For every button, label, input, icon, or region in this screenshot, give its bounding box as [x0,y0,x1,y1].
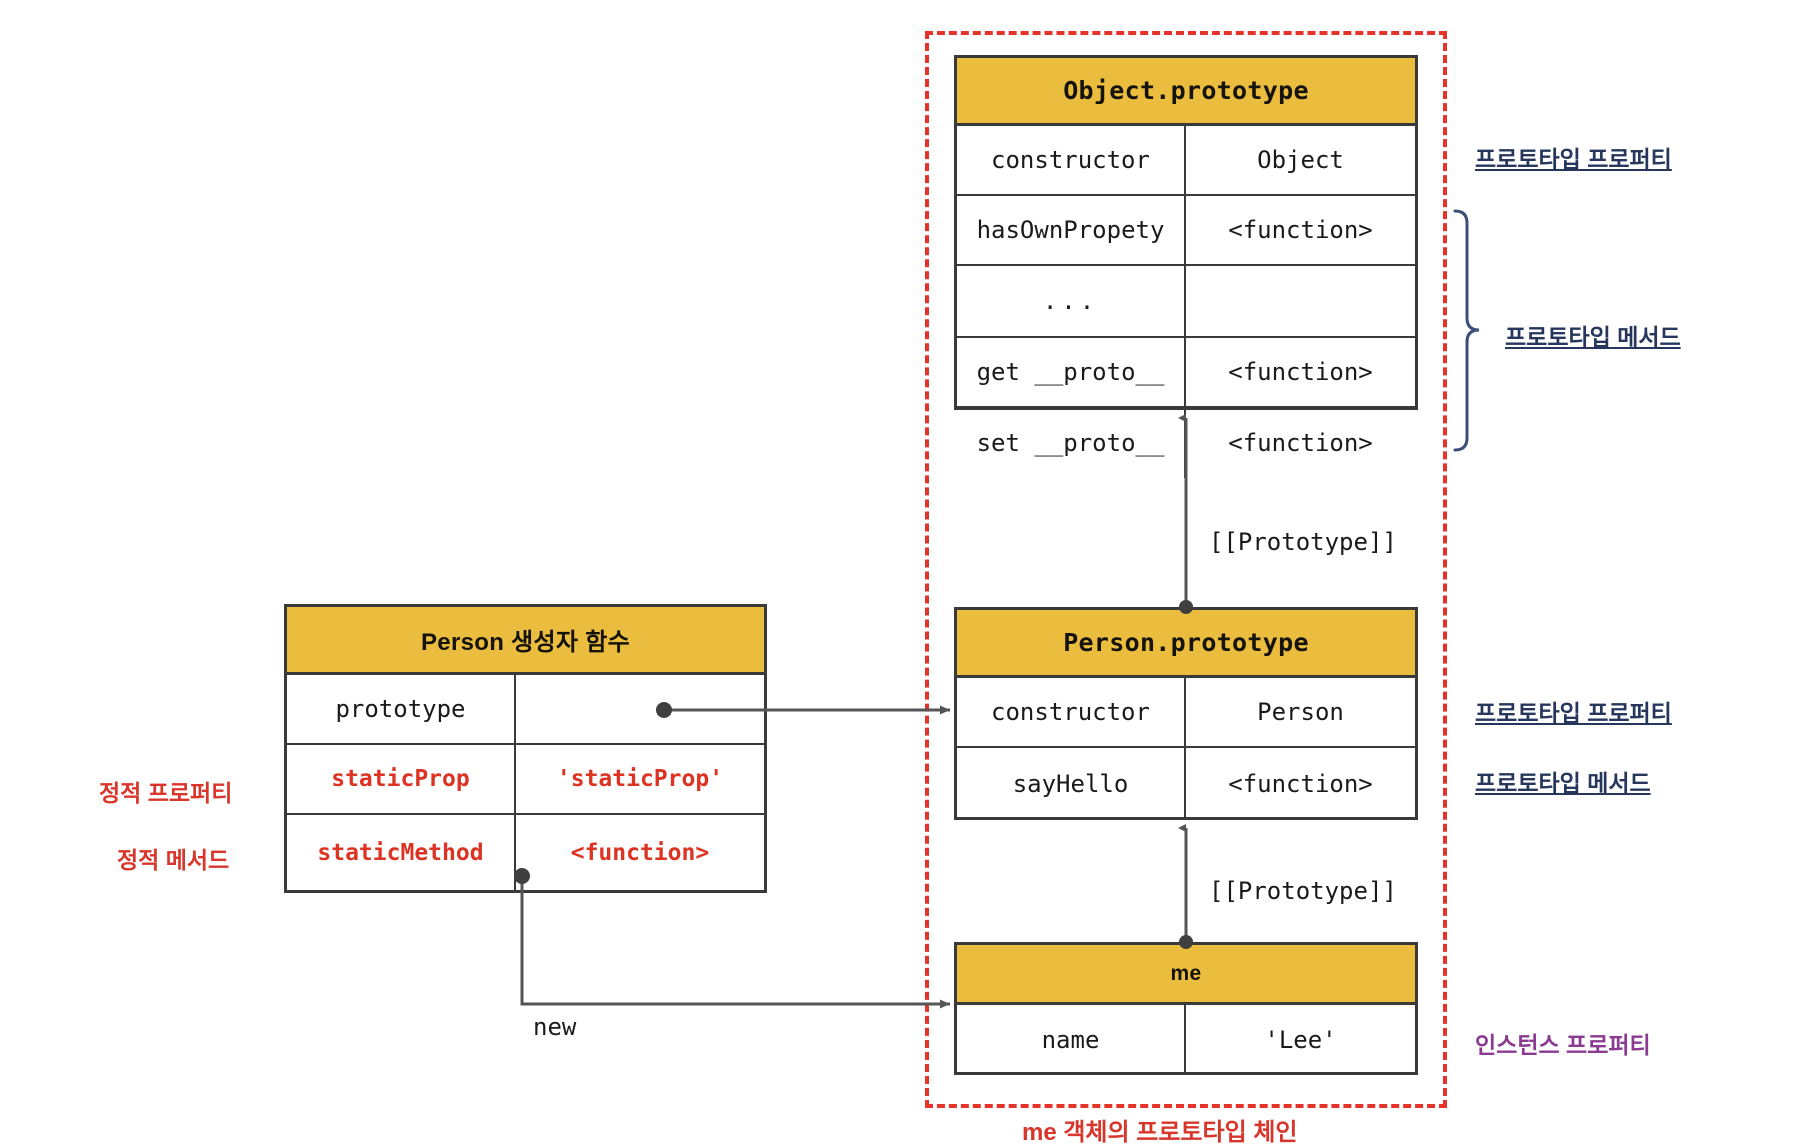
object-prototype-value-0: Object [1257,146,1344,174]
table-row: prototype [287,675,764,745]
label-person-prototype-method: 프로토타입 메서드 [1475,770,1651,796]
label-person-prototype-property: 프로토타입 프로퍼티 [1475,700,1672,726]
label-object-prototype-methods: 프로토타입 메서드 [1505,324,1681,350]
label-static-property: 정적 프로퍼티 [99,780,233,806]
new-label: new [533,1013,577,1041]
person-constructor-header: Person 생성자 함수 [287,607,764,675]
table-row: hasOwnPropety <function> [957,196,1415,266]
person-prototype-value-1: <function> [1228,770,1373,798]
person-prototype-header: Person.prototype [957,610,1415,678]
table-row: staticProp 'staticProp' [287,745,764,815]
person-constructor-key-1: staticProp [287,745,516,813]
person-constructor-value-0 [516,675,764,743]
person-prototype-key-0: constructor [957,678,1186,746]
object-prototype-value-3: <function> [1228,358,1373,386]
label-chain-caption: me 객체의 프로토타입 체인 [1022,1119,1298,1146]
table-row: staticMethod <function> [287,815,764,890]
label-instance-property: 인스턴스 프로퍼티 [1475,1032,1651,1058]
object-prototype-key-0: constructor [957,126,1186,194]
table-row: ... [957,266,1415,338]
object-prototype-key-2: ... [957,266,1186,336]
me-instance-key-0: name [957,1005,1186,1075]
table-row: name 'Lee' [957,1005,1415,1075]
object-prototype-key-1: hasOwnPropety [957,196,1186,264]
me-instance-value-0: 'Lee' [1264,1026,1337,1054]
prototype-methods-bracket [1453,209,1480,452]
table-row: set __proto__ <function> [957,408,1415,478]
object-prototype-key-3: get __proto__ [957,338,1186,406]
me-instance-box: me name 'Lee' [954,942,1418,1075]
object-prototype-value-2 [1186,266,1415,336]
label-static-method: 정적 메서드 [117,847,230,873]
person-prototype-key-1: sayHello [957,748,1186,820]
object-prototype-box: Object.prototype constructor Object hasO… [954,55,1418,478]
label-object-prototype-property: 프로토타입 프로퍼티 [1475,146,1672,172]
prototype-label-lower: [[Prototype]] [1209,877,1397,905]
me-instance-header: me [957,945,1415,1005]
object-prototype-value-4: <function> [1228,429,1373,457]
person-constructor-value-1: 'staticProp' [556,766,724,792]
table-row: constructor Object [957,126,1415,196]
table-row: constructor Person [957,678,1415,748]
person-constructor-box: Person 생성자 함수 prototype staticProp 'stat… [284,604,767,893]
prototype-chain-frame [925,31,1447,1108]
object-prototype-header: Object.prototype [957,58,1415,126]
person-prototype-box: Person.prototype constructor Person sayH… [954,607,1418,820]
person-constructor-key-0: prototype [287,675,516,743]
table-row: sayHello <function> [957,748,1415,820]
object-prototype-value-1: <function> [1228,216,1373,244]
table-row: get __proto__ <function> [957,338,1415,408]
object-prototype-key-4: set __proto__ [957,408,1186,478]
prototype-label-upper: [[Prototype]] [1209,528,1397,556]
person-constructor-value-2: <function> [570,839,710,866]
person-constructor-key-2: staticMethod [287,815,516,890]
person-prototype-value-0: Person [1257,698,1344,726]
